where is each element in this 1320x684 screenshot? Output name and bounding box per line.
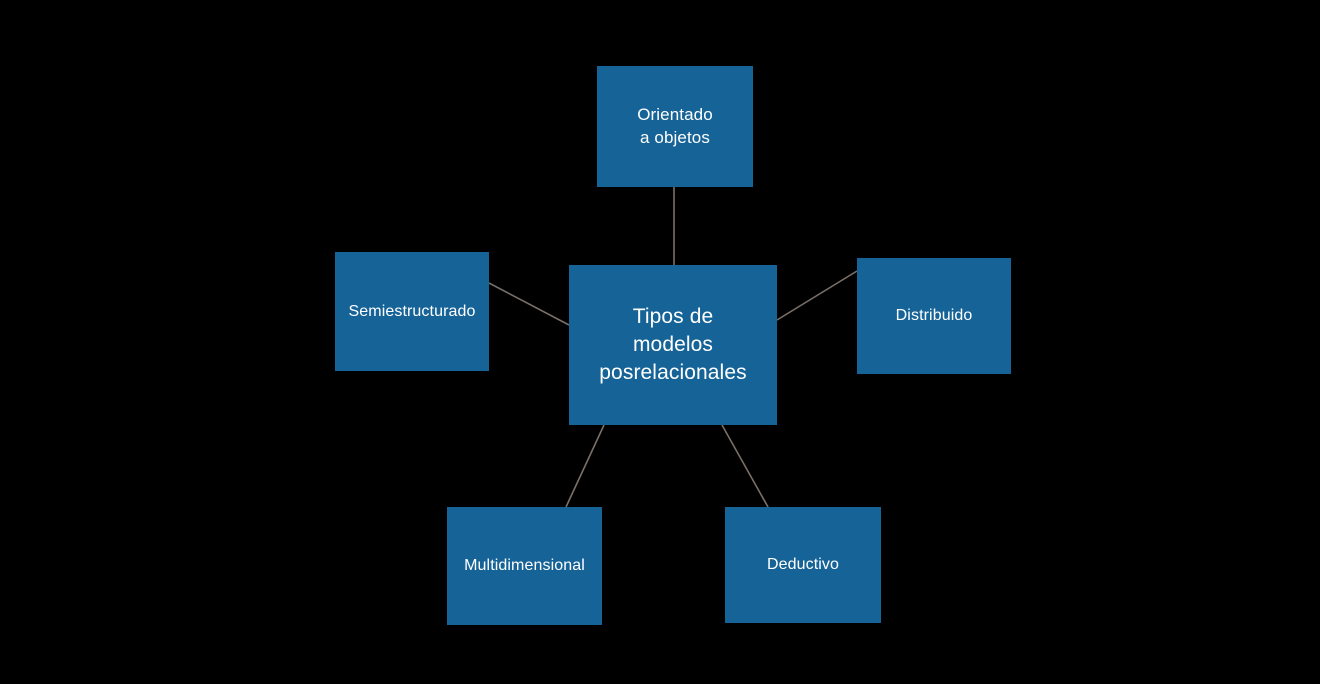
node-deductivo-label: Deductivo: [766, 556, 840, 574]
node-center-label: Tipos de modelos posrelacionales: [599, 305, 747, 384]
node-orientado-a-objetos[interactable]: Orientado a objetos: [597, 66, 753, 187]
connector-center-to-multidimensional: [565, 424, 605, 508]
node-multidimensional-label: Multidimensional: [464, 557, 585, 575]
node-orientado-a-objetos-label: Orientado a objetos: [637, 104, 713, 147]
node-distribuido-label: Distribuido: [895, 307, 973, 325]
node-deductivo[interactable]: Deductivo: [725, 507, 881, 623]
node-center[interactable]: Tipos de modelos posrelacionales: [569, 265, 777, 425]
node-distribuido[interactable]: Distribuido: [857, 258, 1011, 374]
connector-center-to-deductivo: [721, 424, 769, 508]
node-semiestructurado[interactable]: Semiestructurado: [335, 252, 489, 371]
node-multidimensional[interactable]: Multidimensional: [447, 507, 602, 625]
node-semiestructurado-label: Semiestructurado: [348, 302, 476, 320]
connector-center-to-distribuido: [776, 270, 858, 321]
connector-center-to-semiestructurado: [488, 282, 570, 326]
